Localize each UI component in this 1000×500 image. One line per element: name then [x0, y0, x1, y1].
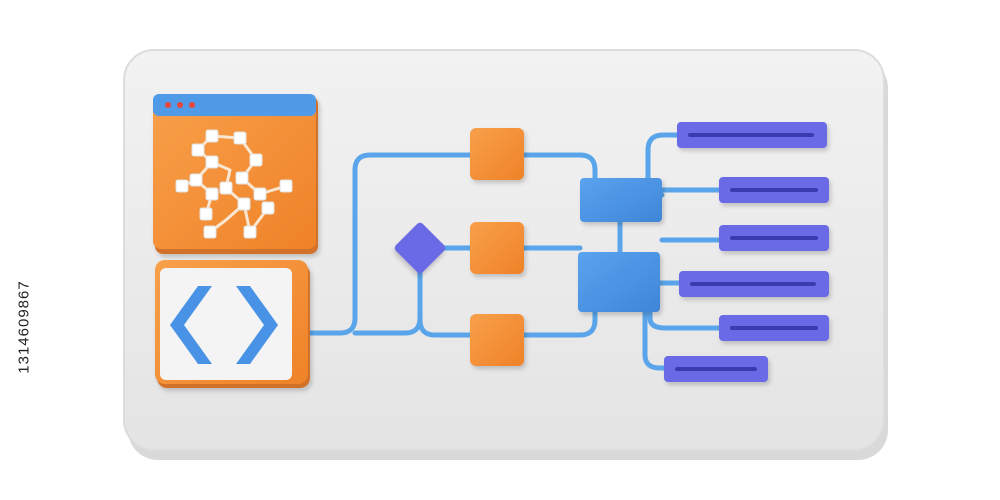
brain-window	[153, 94, 318, 254]
output-bar-1	[677, 122, 827, 148]
output-bar-6	[664, 356, 768, 382]
wire-top-square-right	[522, 152, 598, 183]
merge-blocks	[578, 178, 662, 312]
code-brackets-icon	[170, 286, 278, 364]
output-bars	[664, 122, 829, 382]
wire-diamond-low	[417, 265, 473, 338]
window-title-bar	[153, 94, 316, 116]
brain-nodes	[175, 129, 293, 239]
diamond-decision-node	[394, 222, 446, 274]
process-nodes	[470, 128, 524, 366]
window-dot-3	[189, 102, 195, 108]
process-node-middle	[470, 222, 524, 274]
wire-to-bar6	[642, 307, 668, 371]
window-dot-2	[177, 102, 183, 108]
output-bar-5	[719, 315, 829, 341]
output-bar-4	[679, 271, 829, 297]
window-dot-red	[165, 102, 171, 108]
wire-main-trunk	[302, 152, 473, 336]
code-window	[155, 260, 310, 388]
process-node-top	[470, 128, 524, 180]
wire-to-bar5	[647, 297, 723, 331]
output-bar-2	[719, 177, 829, 203]
merge-block-bottom	[578, 252, 660, 312]
merge-block-top	[580, 178, 662, 222]
process-node-bottom	[470, 314, 524, 366]
wire-low-square-right	[522, 307, 598, 338]
output-bar-3	[719, 225, 829, 251]
